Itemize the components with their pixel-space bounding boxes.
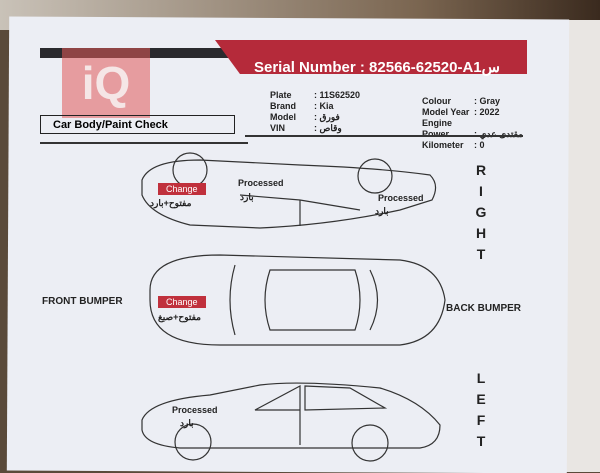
- iq-logo: iQ: [62, 48, 150, 118]
- divider: [245, 135, 523, 137]
- vehicle-info-left: Plate: 11S62520 Brand: Kia Model: فورق V…: [270, 90, 361, 133]
- left-side-label: L E F T: [476, 370, 486, 449]
- right-side-label: R I G H T: [475, 162, 487, 262]
- car-left-side: [141, 382, 441, 462]
- section-title: Car Body/Paint Check: [40, 115, 235, 134]
- damage-note: مفتوح+بارد: [150, 198, 192, 208]
- change-tag: Change: [158, 183, 206, 195]
- damage-note: بارد: [375, 206, 389, 216]
- damage-note: بارد: [180, 418, 194, 428]
- processed-label: Processed: [172, 405, 218, 415]
- vehicle-info-right: Colour: Gray Model Year: 2022 Engine Pow…: [422, 96, 523, 150]
- serial-banner: [215, 40, 527, 74]
- change-tag: Change: [158, 296, 206, 308]
- car-top-view: [149, 254, 446, 346]
- processed-label: Processed: [238, 178, 284, 188]
- front-bumper-label: FRONT BUMPER: [42, 296, 123, 307]
- processed-label: Processed: [378, 193, 424, 203]
- serial-number: Serial Number : 82566-62520-A1س: [254, 59, 500, 76]
- damage-note: بارد: [240, 192, 254, 202]
- damage-note: مفتوح+صبغ: [158, 312, 201, 322]
- divider: [40, 142, 248, 144]
- back-bumper-label: BACK BUMPER: [446, 303, 521, 314]
